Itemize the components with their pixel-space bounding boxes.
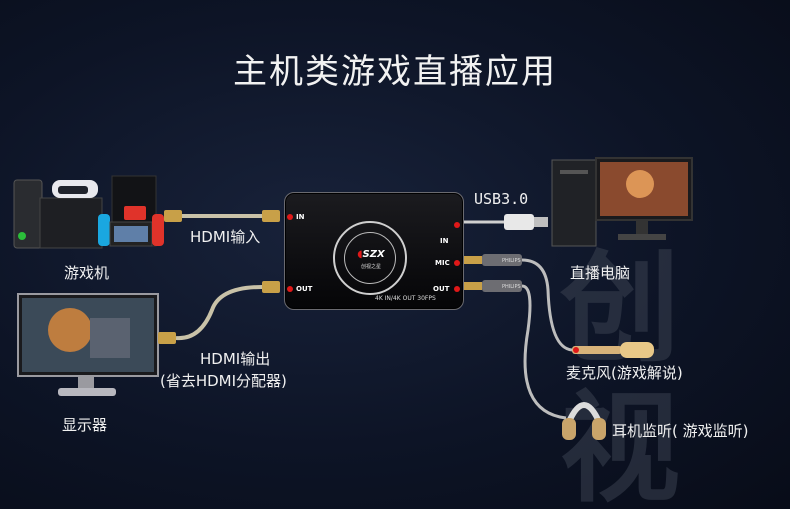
pc-label: 直播电脑 — [570, 264, 631, 282]
device-logo-inner-ring: ◖SZX 创视之星 — [344, 232, 396, 284]
microphone-illustration — [572, 342, 654, 358]
port-mic-label: MIC — [435, 259, 450, 267]
hdmi-output-cable — [158, 281, 280, 344]
hdmi-output-note: (省去HDMI分配器) — [160, 372, 287, 390]
device-logo-subtext: 创视之星 — [360, 264, 381, 270]
monitor-illustration — [17, 293, 159, 396]
device-logo-text: ◖SZX — [357, 249, 385, 260]
port-out-left-dot — [287, 286, 293, 292]
device-logo-ring: ◖SZX 创视之星 — [333, 221, 407, 295]
game-console-illustration — [13, 175, 164, 249]
page-title: 主机类游戏直播应用 — [233, 52, 557, 92]
device-spec-text: 4K IN/4K OUT 30FPS — [375, 295, 436, 302]
plug-brand-mic: PHILIPS — [502, 258, 521, 264]
port-out-left-label: OUT — [296, 285, 313, 293]
console-label: 游戏机 — [64, 264, 110, 282]
plug-brand-out: PHILIPS — [502, 284, 521, 290]
port-out-right-dot — [454, 286, 460, 292]
port-in-right-label: IN — [440, 237, 449, 245]
headphone-illustration — [562, 402, 606, 440]
capture-device: IN OUT IN MIC OUT ◖SZX 创视之星 4K IN/4K OUT… — [284, 192, 464, 310]
pc-illustration — [551, 157, 693, 247]
port-in-right-dot — [454, 222, 460, 228]
port-in-left-dot — [287, 214, 293, 220]
port-in-left-label: IN — [296, 213, 305, 221]
hdmi-output-label: HDMI输出 — [200, 350, 271, 368]
hdmi-input-label: HDMI输入 — [190, 228, 261, 246]
usb-cable — [462, 214, 548, 230]
audio-cables — [462, 254, 573, 420]
hdmi-input-cable — [164, 210, 280, 222]
port-out-right-label: OUT — [433, 285, 450, 293]
port-mic-dot — [454, 260, 460, 266]
microphone-label: 麦克风(游戏解说) — [566, 364, 683, 382]
monitor-label: 显示器 — [62, 416, 108, 434]
usb-label: USB3.0 — [474, 190, 529, 208]
headphones-label: 耳机监听( 游戏监听) — [612, 422, 749, 440]
